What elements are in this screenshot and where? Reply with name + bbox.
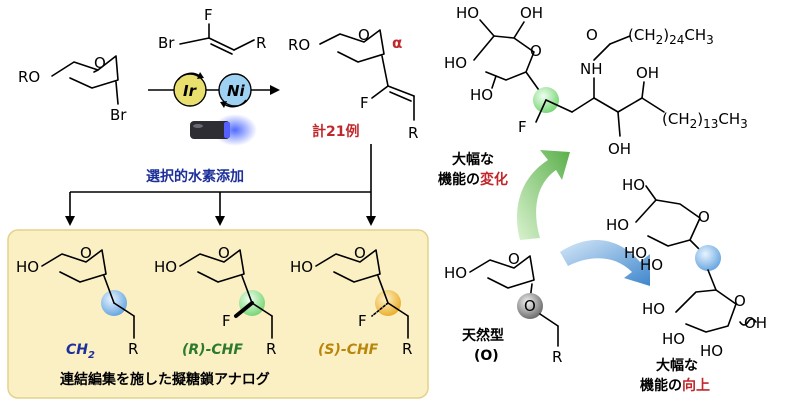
ir-label: Ir bbox=[183, 82, 198, 100]
start-br-label: Br bbox=[110, 106, 127, 124]
green-arrow bbox=[517, 150, 570, 240]
tr-o: O bbox=[586, 26, 598, 44]
analog-r-chf: HO O F R (R)-CHF bbox=[154, 244, 276, 358]
glycolipid-analog: HO OH O HO HO F NH O (CH2)24CH3 OH OH (C… bbox=[444, 4, 748, 158]
blue-led-icon bbox=[190, 114, 257, 146]
panel-caption: 連結編集を施した擬糖鎖アナログ bbox=[60, 371, 270, 388]
tr-ho-bottom: HO bbox=[470, 86, 493, 104]
ds-ho-5: HO bbox=[642, 300, 665, 318]
analog1-ring-o: O bbox=[80, 244, 92, 262]
big-change-line1: 大幅な bbox=[452, 151, 494, 168]
tr-f: F bbox=[518, 118, 527, 136]
ds-blue-sphere bbox=[695, 245, 721, 271]
reagent-br-label: Br bbox=[158, 34, 175, 52]
ni-label: Ni bbox=[227, 82, 246, 100]
analog3-r: R bbox=[402, 340, 412, 358]
ds-ho-7: HO bbox=[700, 342, 723, 360]
analog2-ho: HO bbox=[154, 258, 177, 276]
analog-ch2: HO O R CH2 bbox=[16, 244, 138, 361]
ds-ho-1: HO bbox=[622, 176, 645, 194]
disaccharide-analog: HO O HO HO HO O HO HO HO OH bbox=[606, 176, 767, 360]
big-improve-line1: 大幅な bbox=[656, 357, 698, 374]
nat-ho: HO bbox=[444, 264, 467, 282]
nat-o: O bbox=[524, 297, 536, 315]
blue-arrow bbox=[560, 239, 650, 286]
tr-oh-high: OH bbox=[636, 64, 659, 82]
ds-ring1-o: O bbox=[698, 208, 710, 226]
big-change-line2: 機能の変化 bbox=[438, 171, 508, 188]
analog1-label: CH2 bbox=[66, 342, 95, 361]
analog3-label: (S)-CHF bbox=[318, 342, 379, 358]
product-f-label: F bbox=[360, 94, 369, 112]
ds-ring2-o: O bbox=[734, 292, 746, 310]
tr-oh-low: OH bbox=[608, 140, 631, 158]
analog-panel bbox=[7, 229, 429, 399]
nat-r: R bbox=[552, 348, 562, 366]
product-ring-o: O bbox=[358, 26, 370, 44]
reaction-arrow-1 bbox=[148, 85, 280, 95]
tr-chain2: (CH2)13CH3 bbox=[662, 110, 748, 131]
ds-oh: OH bbox=[744, 314, 767, 332]
big-improve-line2: 機能の向上 bbox=[640, 377, 710, 394]
start-sugar-bromide: RO O Br bbox=[18, 54, 127, 124]
start-ring-o: O bbox=[94, 54, 106, 72]
start-ro-label: RO bbox=[18, 68, 40, 86]
analog3-f: F bbox=[358, 312, 367, 330]
nat-label1: 天然型 bbox=[462, 327, 504, 344]
fluoroalkene-product: RO O α F R 計21例 bbox=[288, 26, 418, 142]
ds-ho-4: HO bbox=[640, 256, 663, 274]
analog2-f: F bbox=[222, 312, 231, 330]
tr-oh-top: OH bbox=[520, 4, 543, 22]
analog3-ring-o: O bbox=[354, 244, 366, 262]
analog1-ho: HO bbox=[16, 258, 39, 276]
product-alpha-label: α bbox=[392, 34, 402, 52]
reagent-r-label: R bbox=[256, 34, 266, 52]
product-ro-label: RO bbox=[288, 36, 310, 54]
analog-s-chf: HO O F R (S)-CHF bbox=[290, 244, 412, 358]
tr-ho-top: HO bbox=[456, 4, 479, 22]
analog1-r: R bbox=[128, 340, 138, 358]
natural-glycoside: HO O O R 天然型 (O) bbox=[444, 250, 562, 366]
ds-ho-6: HO bbox=[662, 330, 685, 348]
fluorovinyl-bromide-reagent: F Br R bbox=[158, 6, 266, 55]
analog2-label: (R)-CHF bbox=[182, 342, 243, 358]
nat-ring-o: O bbox=[508, 250, 520, 268]
tr-ho-left: HO bbox=[444, 54, 467, 72]
reagent-f-label: F bbox=[204, 6, 213, 24]
ds-ho-3: HO bbox=[624, 244, 647, 262]
tr-chain1: (CH2)24CH3 bbox=[628, 26, 714, 47]
analog3-ho: HO bbox=[290, 258, 313, 276]
analog2-r: R bbox=[266, 340, 276, 358]
hydrogenation-label: 選択的水素添加 bbox=[146, 168, 244, 185]
product-count-label: 計21例 bbox=[312, 123, 359, 140]
nat-label2: (O) bbox=[474, 348, 499, 364]
tr-ring-o: O bbox=[530, 42, 542, 60]
analog2-ring-o: O bbox=[218, 244, 230, 262]
nat-gray-sphere bbox=[517, 293, 543, 319]
ir-catalyst: Ir bbox=[173, 72, 207, 107]
tr-nh: NH bbox=[580, 60, 603, 78]
ds-ho-2: HO bbox=[606, 216, 629, 234]
ni-catalyst: Ni bbox=[218, 73, 252, 108]
product-r-label: R bbox=[408, 124, 418, 142]
branch-arrows bbox=[65, 144, 376, 226]
